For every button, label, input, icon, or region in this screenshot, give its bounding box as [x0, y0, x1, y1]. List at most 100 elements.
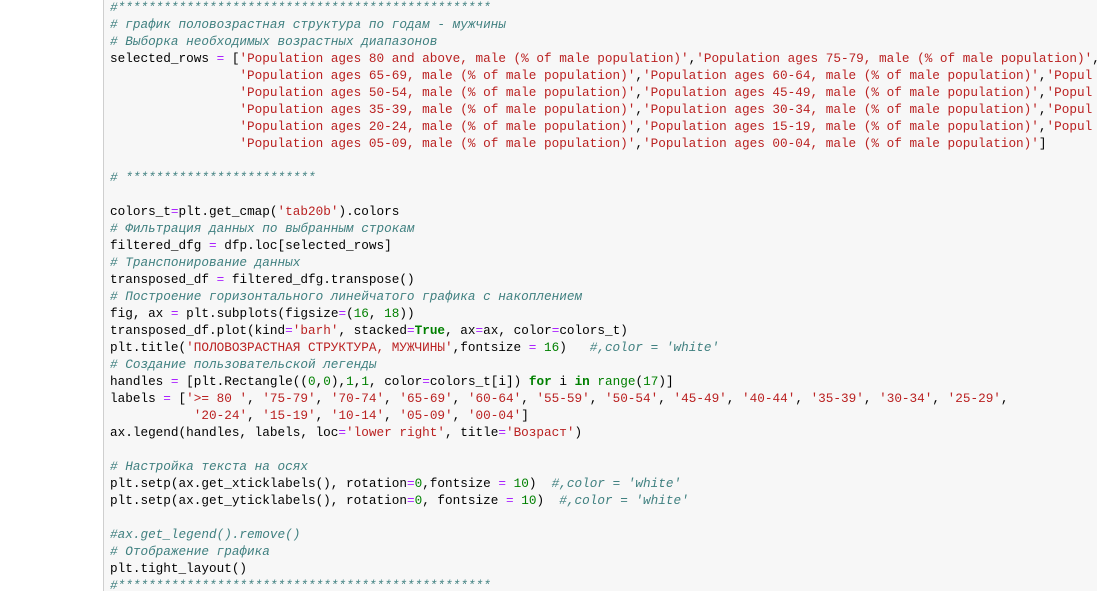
code-line: selected_rows = ['Population ages 80 and…	[110, 50, 1097, 67]
code-line: colors_t=plt.get_cmap('tab20b').colors	[110, 203, 1097, 220]
code-text: ]	[1038, 136, 1047, 151]
code-text: ,	[247, 391, 263, 406]
code-line: transposed_df = filtered_dfg.transpose()	[110, 271, 1097, 288]
string-literal: '40-44'	[742, 391, 796, 406]
code-line: # Фильтрация данных по выбранным строкам	[110, 220, 1097, 237]
code-text: )]	[658, 374, 674, 389]
operator: =	[170, 374, 179, 389]
code-text: plt.title(	[110, 340, 187, 355]
operator: =	[498, 476, 506, 491]
code-text: , title	[445, 425, 499, 440]
string-literal: 'Popul	[1046, 85, 1093, 100]
string-literal: 'Population ages 60-64, male (% of male …	[642, 68, 1039, 83]
code-text: )	[536, 493, 560, 508]
code-text: ax, color	[483, 323, 552, 338]
operator: =	[216, 51, 225, 66]
code-text: colors_t)	[559, 323, 628, 338]
code-line: plt.setp(ax.get_xticklabels(), rotation=…	[110, 475, 1097, 492]
code-line: # *************************	[110, 169, 1097, 186]
code-editor[interactable]: #***************************************…	[110, 0, 1097, 591]
code-line: 'Population ages 05-09, male (% of male …	[110, 135, 1097, 152]
code-line: 'Population ages 65-69, male (% of male …	[110, 67, 1097, 84]
code-text	[110, 119, 239, 134]
code-text: , stacked	[338, 323, 407, 338]
number-literal: 1	[361, 374, 369, 389]
code-text: ,	[932, 391, 948, 406]
string-literal: '75-79'	[262, 391, 316, 406]
code-text: [	[170, 391, 187, 406]
code-text: ,	[726, 391, 743, 406]
code-text: selected_rows	[110, 51, 217, 66]
string-literal: '60-64'	[467, 391, 522, 406]
comment: #***************************************…	[110, 0, 491, 15]
code-text: colors_t	[110, 204, 171, 219]
code-text: ,	[795, 391, 811, 406]
string-literal: '00-04'	[467, 408, 522, 423]
code-text: ,	[635, 85, 643, 100]
code-text: ,	[1000, 391, 1009, 406]
string-literal: 'Popul	[1046, 119, 1093, 134]
code-text: transposed_df.plot(kind	[110, 323, 286, 338]
code-text: labels	[110, 391, 164, 406]
code-line: # Настройка текста на осях	[110, 458, 1097, 475]
string-literal: '45-49'	[673, 391, 727, 406]
comment: # график половозрастная структура по год…	[110, 17, 506, 32]
code-text: handles	[110, 374, 171, 389]
code-text: , ax	[445, 323, 476, 338]
code-text: ,	[589, 391, 605, 406]
code-line: ax.legend(handles, labels, loc='lower ri…	[110, 424, 1097, 441]
code-line: # Отображение графика	[110, 543, 1097, 560]
code-text: ,	[452, 408, 468, 423]
code-text: ))	[399, 306, 415, 321]
code-text: colors_t[i])	[429, 374, 529, 389]
code-text: ,fontsize	[452, 340, 529, 355]
number-literal: 16	[544, 340, 560, 355]
comment: # Фильтрация данных по выбранным строкам	[110, 221, 415, 236]
string-literal: '20-24'	[193, 408, 248, 423]
code-text: ,	[315, 408, 331, 423]
code-line	[110, 186, 1097, 203]
code-text: ,	[1038, 102, 1047, 117]
number-literal: 16	[353, 306, 369, 321]
string-literal: '70-74'	[330, 391, 385, 406]
code-text: ),	[330, 374, 347, 389]
string-literal: 'Возраст'	[505, 425, 575, 440]
code-text: ,	[1038, 85, 1047, 100]
number-literal: range	[597, 374, 636, 389]
string-literal: 'Population ages 35-39, male (% of male …	[239, 102, 636, 117]
code-text: ,	[863, 391, 880, 406]
code-text: ,fontsize	[422, 476, 499, 491]
code-text: ,	[384, 408, 400, 423]
code-line: # график половозрастная структура по год…	[110, 16, 1097, 33]
operator: =	[170, 306, 179, 321]
code-line: plt.setp(ax.get_yticklabels(), rotation=…	[110, 492, 1097, 509]
code-text: ,	[315, 391, 331, 406]
number-literal: 0	[323, 374, 331, 389]
code-text: ax.legend(handles, labels, loc	[110, 425, 339, 440]
code-text: ,	[1092, 51, 1097, 66]
code-text: ,	[1038, 119, 1047, 134]
string-literal: 'Population ages 15-19, male (% of male …	[642, 119, 1039, 134]
number-literal: 10	[513, 476, 529, 491]
string-literal: '15-19'	[262, 408, 316, 423]
code-line: 'Population ages 50-54, male (% of male …	[110, 84, 1097, 101]
code-cell[interactable]: #***************************************…	[103, 0, 1097, 591]
code-text: )	[559, 340, 590, 355]
code-text: (	[346, 306, 354, 321]
comment: # Транспонирование данных	[110, 255, 301, 270]
operator: =	[163, 391, 171, 406]
code-text	[506, 476, 514, 491]
string-literal: '50-54'	[604, 391, 659, 406]
operator: =	[498, 425, 506, 440]
operator: =	[528, 340, 537, 355]
code-text: ]	[521, 408, 529, 423]
string-literal: '25-29'	[947, 391, 1001, 406]
string-literal: '55-59'	[536, 391, 590, 406]
number-literal: 1	[346, 374, 354, 389]
code-line: handles = [plt.Rectangle((0,0),1,1, colo…	[110, 373, 1097, 390]
code-text: ,	[635, 68, 643, 83]
code-text: ,	[247, 408, 263, 423]
code-text: ,	[315, 374, 324, 389]
string-literal: 'Population ages 45-49, male (% of male …	[642, 85, 1039, 100]
operator: =	[406, 493, 415, 508]
